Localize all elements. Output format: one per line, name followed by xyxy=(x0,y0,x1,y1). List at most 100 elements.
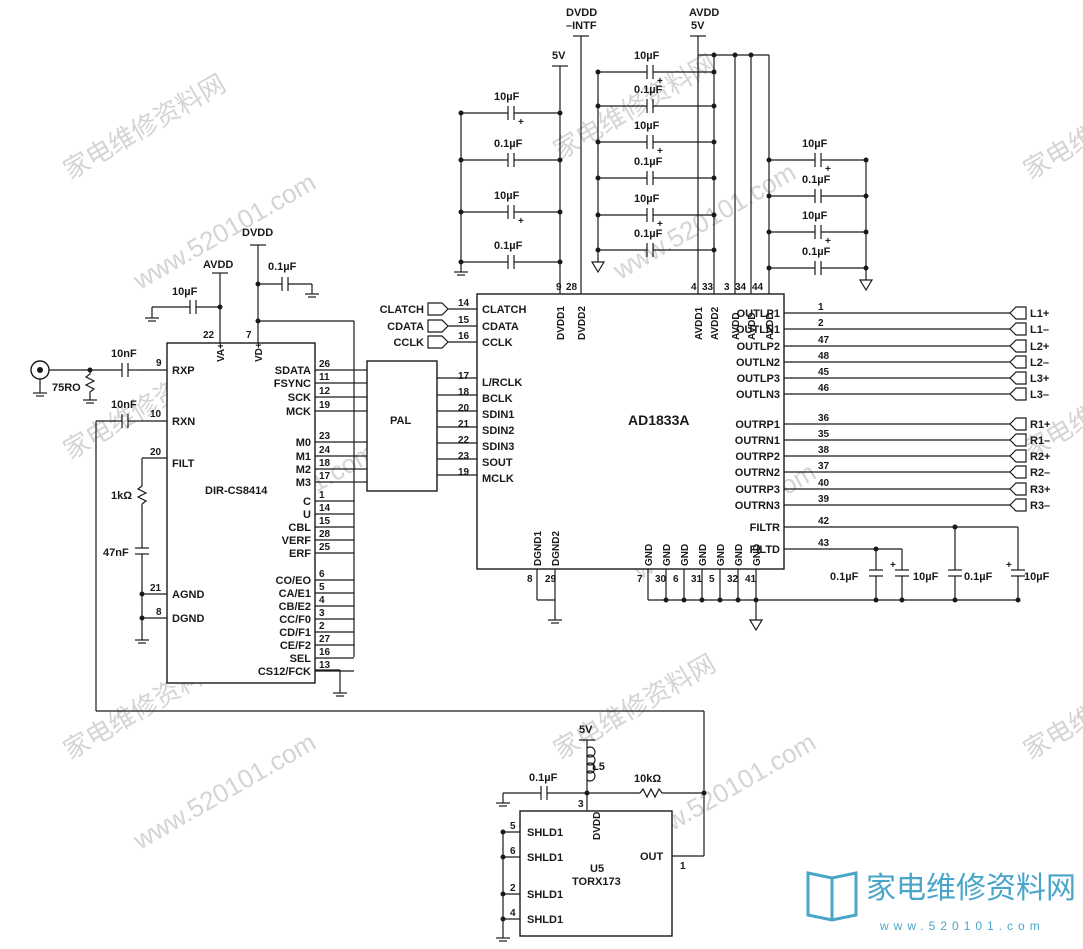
dac-pin-label: SDIN1 xyxy=(482,409,514,421)
cap-label: 0.1µF xyxy=(964,571,993,583)
dir-pin-label: FSYNC xyxy=(274,378,311,390)
output-port-icon xyxy=(1009,306,1027,320)
cap-label: 0.1µF xyxy=(634,228,663,240)
output-label: R1– xyxy=(1030,435,1050,447)
dir-pin-num: 23 xyxy=(319,431,331,442)
junction-dot xyxy=(557,209,563,215)
ground-icon xyxy=(748,619,764,632)
cap-label: 10µF xyxy=(802,138,828,150)
dir-cs8414-block: DIR-CS8414 VA+ VD+ 22 7 AVDD DVDD 10µF 0… xyxy=(30,227,705,793)
dac-pin-label: OUTRN2 xyxy=(735,467,780,479)
dac-pin-label: SOUT xyxy=(482,457,513,469)
dac-bottom-pins: DGND18DGND229GND7GND30GND6GND31GND5GND32… xyxy=(527,531,1018,632)
output-label: L2+ xyxy=(1030,341,1049,353)
dac-pin-num: 19 xyxy=(458,467,470,478)
dac-pin-num: 22 xyxy=(458,435,470,446)
dir-pin-num: 25 xyxy=(319,542,331,553)
logo-text: 家电维修资料网 xyxy=(866,872,1076,905)
output-port-icon xyxy=(1009,387,1027,401)
torx-vdd-num: 3 xyxy=(578,799,584,810)
cap-label: 0.1µF xyxy=(634,156,663,168)
dir-va-label: VA+ xyxy=(216,343,227,362)
dac-pin-label: OUTLP1 xyxy=(737,308,780,320)
dac-pin-label: GND xyxy=(680,544,691,566)
dir-right-pins: 26SDATA11FSYNC12SCK19MCK23M024M118M217M3… xyxy=(258,359,354,678)
dac-chip-body xyxy=(476,293,785,570)
junction-dot xyxy=(766,193,772,199)
dac-pin-label: OUTLN2 xyxy=(736,357,780,369)
dir-pin-num: 24 xyxy=(319,445,331,456)
dac-pin-label: DGND1 xyxy=(533,531,544,566)
dir-pin-label: CD/F1 xyxy=(279,627,311,639)
dir-vd-num: 7 xyxy=(246,330,252,341)
dir-pin-num: 10 xyxy=(150,409,162,420)
dir-pin-num: 12 xyxy=(319,386,331,397)
dac-pin-num: 31 xyxy=(691,574,703,585)
dir-avdd-label: AVDD xyxy=(203,259,233,271)
watermark-url: www.520101.com xyxy=(607,157,801,286)
dac-chip-name: AD1833A xyxy=(628,412,689,428)
watermark-cn: 家电维修资料网 xyxy=(58,68,231,185)
cap-label: 0.1µF xyxy=(494,138,523,150)
dir-pin-label: AGND xyxy=(172,589,204,601)
dac-port-label: CLATCH xyxy=(380,304,424,316)
pal-chip-name: PAL xyxy=(390,415,411,427)
cap-label: 10µF xyxy=(634,193,660,205)
dac-port-label: CCLK xyxy=(393,337,424,349)
cap-label: 10µF xyxy=(634,120,660,132)
dac-pin-label: GND xyxy=(662,544,673,566)
junction-dot xyxy=(711,212,717,218)
cap-label: 10µF xyxy=(802,210,828,222)
dir-dv-cap-label: 0.1µF xyxy=(268,261,297,273)
dir-pin-label: M1 xyxy=(296,451,311,463)
dac-pin-num: 40 xyxy=(818,478,830,489)
dac-pin-num: 7 xyxy=(637,574,643,585)
dir-pin-label: RXN xyxy=(172,416,195,428)
ground-icon xyxy=(858,279,874,292)
watermark-cn: 家电维修资料网 xyxy=(1018,348,1083,465)
cap-label: 10µF xyxy=(634,50,660,62)
dir-va-num: 22 xyxy=(203,330,215,341)
dac-pin-num: 30 xyxy=(655,574,667,585)
dac-pin-num: 35 xyxy=(818,429,830,440)
torx-pin-num: 6 xyxy=(510,846,516,857)
dac-pin-num: 34 xyxy=(735,282,747,293)
polarity-mark: + xyxy=(825,164,831,175)
dir-pin-num: 3 xyxy=(319,608,325,619)
torx-out-num: 1 xyxy=(680,861,686,872)
torx-part: TORX173 xyxy=(572,876,621,888)
cap-label: 0.1µF xyxy=(830,571,859,583)
book-icon xyxy=(806,871,858,922)
dac-pin-label: SDIN3 xyxy=(482,441,514,453)
logo-url: www.520101.com xyxy=(879,919,1045,933)
dac-pin-num: 2 xyxy=(818,318,824,329)
ad1833a-block: AD1833A CLATCH14CLATCHCDATA15CDATACCLK16… xyxy=(380,7,1051,632)
junction-dot xyxy=(557,259,563,265)
dac-pin-label: GND xyxy=(734,544,745,566)
dir-pin-label: SEL xyxy=(290,653,312,665)
dir-pin-num: 21 xyxy=(150,583,162,594)
dac-pin-num: 39 xyxy=(818,494,830,505)
dac-pin-num: 16 xyxy=(458,331,470,342)
dac-pin-num: 6 xyxy=(673,574,679,585)
dir-pin-label: VERF xyxy=(282,535,312,547)
dac-avdd-5v: 5V xyxy=(691,20,705,32)
junction-dot xyxy=(711,247,717,253)
dac-pin-num: 42 xyxy=(818,516,830,527)
dir-pin-label: U xyxy=(303,509,311,521)
dac-left-pins: CLATCH14CLATCHCDATA15CDATACCLK16CCLK17L/… xyxy=(380,298,527,485)
dac-dvdd-intf: DVDD xyxy=(566,7,597,19)
junction-dot xyxy=(899,597,905,603)
output-port-icon xyxy=(1009,371,1027,385)
dac-pin-label: AVDD xyxy=(731,312,742,340)
dac-pin-num: 45 xyxy=(818,367,830,378)
dir-pin-label: CE/F2 xyxy=(280,640,311,652)
dir-pin-num: 18 xyxy=(319,458,331,469)
dac-pin-num: 4 xyxy=(691,282,697,293)
cap-label: 10µF xyxy=(913,571,939,583)
dac-pin-label: CLATCH xyxy=(482,304,526,316)
dir-pin-num: 13 xyxy=(319,660,331,671)
site-logo: 家电维修资料网 www.520101.com xyxy=(806,871,1076,933)
torx-supply: 5V xyxy=(579,724,593,736)
